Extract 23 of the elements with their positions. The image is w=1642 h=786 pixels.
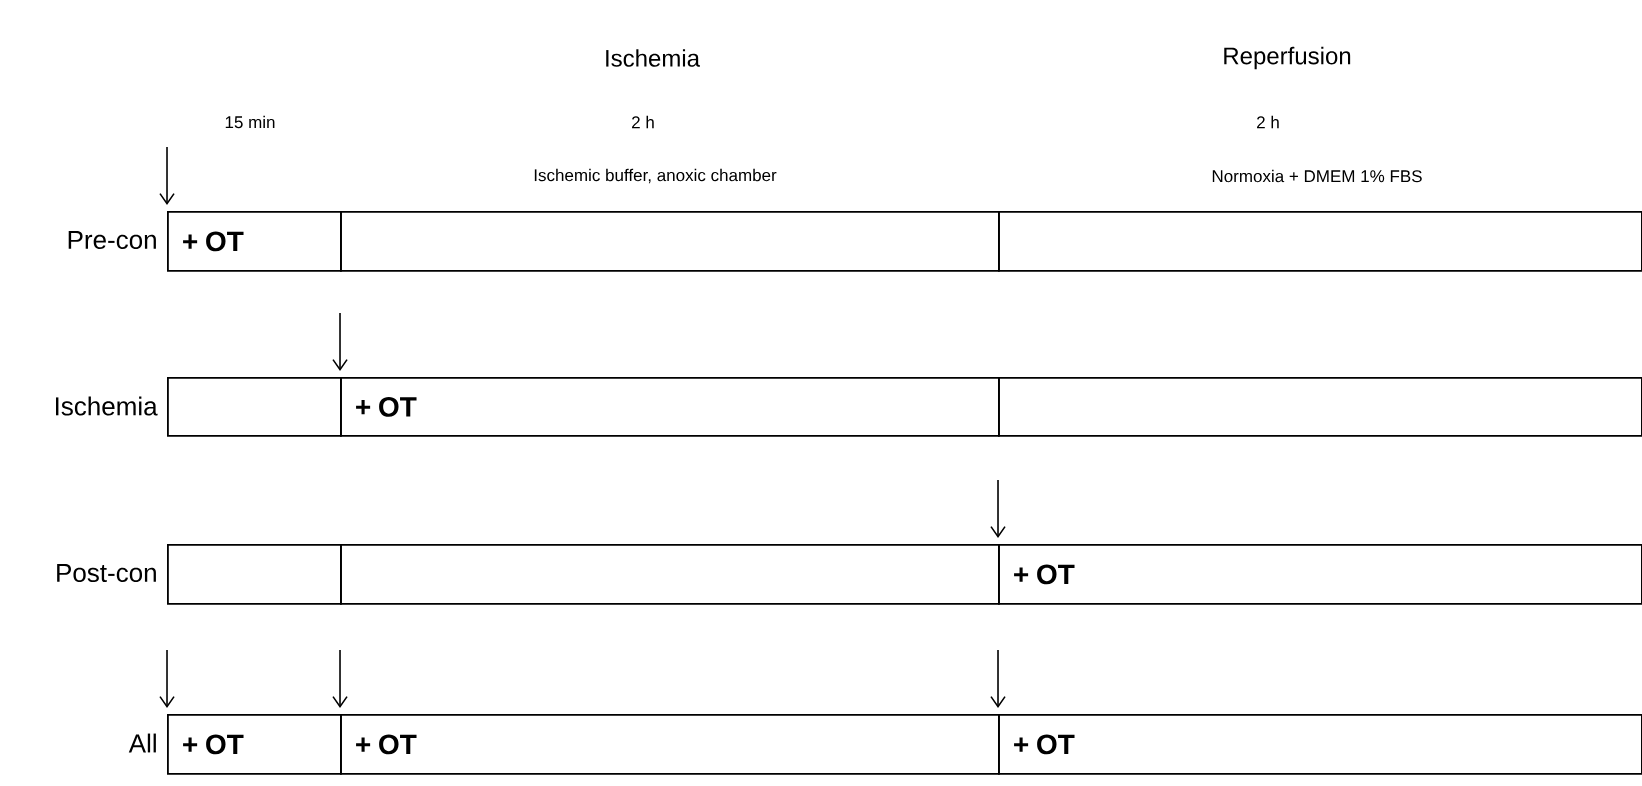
duration-label: 2 h bbox=[1257, 115, 1279, 129]
timeline-cell bbox=[998, 211, 1642, 272]
arrow bbox=[159, 649, 175, 708]
timeline-cell bbox=[340, 211, 1000, 272]
timeline-cell: + OT bbox=[340, 714, 1000, 775]
arrow bbox=[159, 146, 175, 205]
timeline-cell: + OT bbox=[340, 377, 1000, 437]
timeline-cell bbox=[167, 544, 342, 605]
duration-label: 15 min bbox=[225, 115, 275, 129]
arrow bbox=[332, 649, 348, 708]
phase-heading: Reperfusion bbox=[1224, 46, 1351, 70]
phase-heading: Ischemia bbox=[606, 49, 700, 67]
timeline-cell: + OT bbox=[998, 714, 1642, 775]
timeline-cell bbox=[998, 377, 1642, 437]
timeline-cell: + OT bbox=[167, 211, 342, 272]
arrow bbox=[332, 312, 348, 371]
arrow bbox=[990, 649, 1006, 708]
duration-label: 2 h bbox=[632, 115, 654, 129]
timeline-cell bbox=[167, 377, 342, 437]
timeline-cell: + OT bbox=[998, 544, 1642, 605]
timeline-cell: + OT bbox=[167, 714, 342, 775]
arrow bbox=[990, 479, 1006, 538]
timeline-cell bbox=[340, 544, 1000, 605]
